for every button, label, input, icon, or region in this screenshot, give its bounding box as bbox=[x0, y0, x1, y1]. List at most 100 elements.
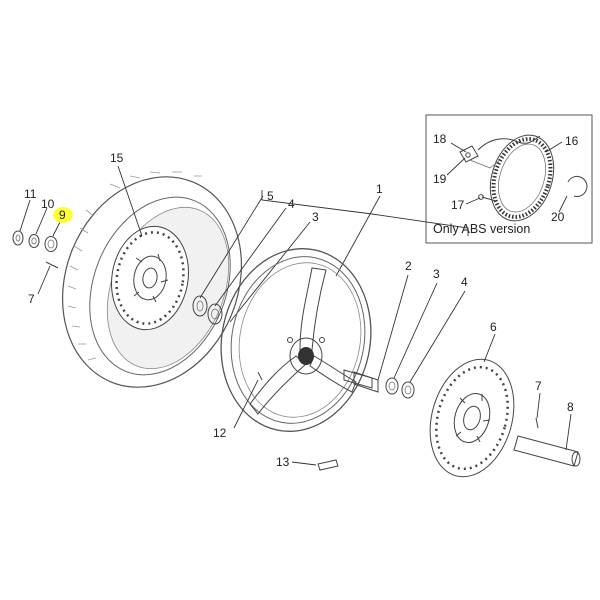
callout-4-right: 4 bbox=[461, 275, 468, 289]
tyre-outer bbox=[61, 176, 243, 388]
rim-hub bbox=[289, 337, 323, 375]
abs-ring-screw bbox=[481, 196, 497, 202]
leader-7-right bbox=[536, 392, 541, 419]
callout-8: 8 bbox=[567, 400, 574, 414]
leader-11 bbox=[19, 199, 31, 232]
leader-2 bbox=[377, 274, 409, 381]
group-bracket-1: 1 bbox=[261, 182, 469, 277]
spacer-11 bbox=[12, 230, 24, 246]
callout-6: 6 bbox=[490, 320, 497, 334]
left-hardware: 11 10 9 7 bbox=[12, 187, 73, 306]
rim-assembly: 12 bbox=[213, 248, 373, 440]
tyre-brake-disc-center bbox=[142, 267, 158, 289]
callout-5: 5 bbox=[267, 189, 274, 203]
brake-disc-spokes bbox=[455, 394, 491, 443]
seal-4-right-hole bbox=[404, 385, 412, 395]
callout-13: 13 bbox=[276, 455, 290, 469]
bearing-9 bbox=[44, 236, 58, 252]
leader-15 bbox=[117, 165, 143, 237]
tyre-brake-disc-holes bbox=[115, 231, 185, 325]
seal-4-left-hole bbox=[211, 308, 219, 320]
tyre-brake-disc bbox=[111, 225, 189, 331]
tyre-brake-disc-spokes bbox=[133, 253, 169, 303]
balance-weight bbox=[317, 459, 339, 471]
abs-tone-ring-outer bbox=[489, 134, 555, 222]
leader-1 bbox=[335, 195, 381, 277]
brake-disc-hub bbox=[453, 393, 491, 443]
seal-4-left bbox=[207, 303, 223, 325]
leader-4-left bbox=[214, 207, 287, 307]
rim-hub-bore bbox=[298, 347, 314, 365]
seal-4-right bbox=[401, 381, 415, 399]
leader-12 bbox=[233, 379, 259, 429]
bearing-3-right bbox=[385, 377, 399, 395]
wheel-axle bbox=[513, 435, 579, 467]
callout-17: 17 bbox=[451, 198, 465, 212]
spacer-2 bbox=[353, 371, 379, 393]
wheel-axle-end bbox=[571, 451, 581, 467]
abs-tone-ring-inner bbox=[498, 143, 546, 213]
callout-19: 19 bbox=[433, 172, 447, 186]
leader-3-left bbox=[229, 221, 311, 323]
brake-disc-right: 6 bbox=[429, 320, 515, 478]
bearing-3-right-hole bbox=[388, 381, 396, 391]
abs-sensor-bracket bbox=[469, 159, 501, 169]
callout-7-left: 7 bbox=[28, 292, 35, 306]
callout-11: 11 bbox=[24, 187, 37, 201]
abs-inset-frame bbox=[425, 114, 593, 244]
axle-group: 7 8 bbox=[513, 379, 581, 467]
leader-18 bbox=[450, 142, 467, 153]
rim-inner bbox=[230, 256, 366, 424]
leader-13 bbox=[291, 461, 317, 466]
rim-disc-bolt bbox=[319, 337, 325, 343]
leader-4-right bbox=[409, 290, 466, 383]
leader-16 bbox=[545, 141, 563, 153]
abs-ring-screw-head bbox=[478, 194, 484, 200]
callout-1: 1 bbox=[376, 182, 383, 196]
leader-17 bbox=[465, 197, 481, 205]
leader-6 bbox=[483, 333, 496, 363]
screw-7-left bbox=[45, 261, 59, 269]
highlight-9 bbox=[53, 207, 73, 223]
brake-disc-center bbox=[463, 405, 481, 431]
valve bbox=[257, 371, 263, 381]
callout-18: 18 bbox=[433, 132, 447, 146]
brake-disc-outer bbox=[429, 358, 515, 478]
callout-20: 20 bbox=[551, 210, 565, 224]
callout-2: 2 bbox=[405, 259, 412, 273]
rim-spoke-right bbox=[309, 355, 357, 393]
spacer-5-hole bbox=[196, 300, 204, 312]
leader-20 bbox=[558, 195, 568, 213]
rim-disc-bolt bbox=[287, 337, 293, 343]
rim-bead bbox=[238, 262, 362, 418]
right-spacers: 2 3 4 bbox=[353, 259, 468, 399]
callout-3-left: 3 bbox=[312, 210, 319, 224]
screw-7-right bbox=[535, 417, 539, 429]
leader-9 bbox=[52, 221, 61, 237]
spacer-5 bbox=[192, 295, 208, 317]
callout-3-right: 3 bbox=[433, 267, 440, 281]
tyre-assembly: 15 bbox=[61, 151, 243, 388]
leader-19 bbox=[446, 157, 466, 176]
circlip bbox=[567, 175, 588, 197]
seal-10-hole bbox=[31, 237, 37, 245]
rim-outer bbox=[220, 248, 372, 432]
rim-spoke-top bbox=[299, 267, 327, 351]
abs-sensor-cable bbox=[477, 135, 541, 151]
rim-spoke-left bbox=[249, 355, 307, 415]
abs-sensor-screw bbox=[465, 152, 471, 158]
brake-disc-holes bbox=[435, 365, 509, 471]
spacer-11-hole bbox=[15, 234, 21, 242]
leader-3-right bbox=[393, 282, 438, 379]
callout-10: 10 bbox=[41, 197, 55, 211]
callout-16: 16 bbox=[565, 134, 579, 148]
leader-7-left bbox=[37, 265, 51, 295]
callout-15: 15 bbox=[110, 151, 124, 165]
leader-5 bbox=[199, 195, 264, 299]
abs-inset: 18 19 17 16 20 Only ABS version bbox=[425, 114, 593, 244]
seal-10 bbox=[28, 234, 40, 248]
abs-inset-caption: Only ABS version bbox=[433, 222, 530, 236]
leader-8 bbox=[565, 413, 572, 451]
